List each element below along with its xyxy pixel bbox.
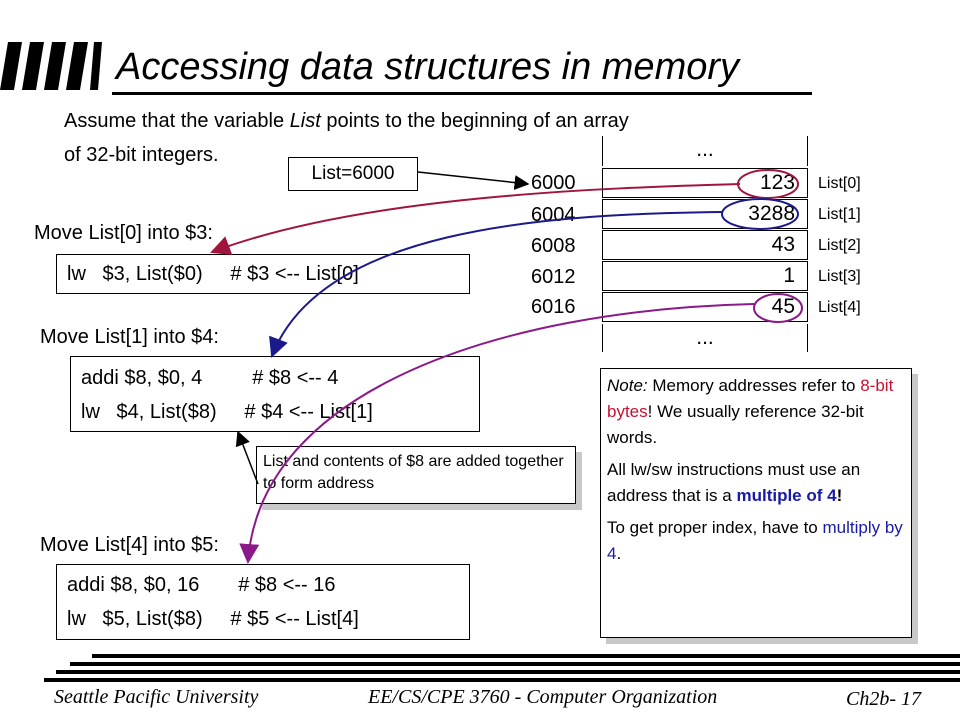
highlight-45 (753, 293, 803, 323)
address-label: 6012 (531, 266, 576, 288)
index-label: List[4] (818, 299, 861, 316)
list-pointer-box: List=6000 (288, 157, 418, 191)
pointer-arrow (417, 171, 530, 190)
highlight-3288 (721, 198, 799, 230)
footer-right: Ch2b- 17 (846, 688, 921, 710)
footer-center: EE/CS/CPE 3760 - Computer Organization (368, 686, 718, 708)
footer-stripe (92, 654, 960, 658)
code-line: addi $8, $0, 4 # $8 <-- 4 (81, 367, 339, 389)
code-line: lw $5, List($8) # $5 <-- List[4] (67, 608, 359, 630)
highlight-123 (737, 169, 799, 199)
red-arrow (210, 183, 741, 255)
code-box: addi $8, $0, 16 # $8 <-- 16 lw $5, List(… (56, 564, 470, 640)
index-label: List[3] (818, 268, 861, 285)
index-label: List[0] (818, 175, 861, 192)
footer-stripe (70, 662, 960, 666)
index-label: List[1] (818, 206, 861, 223)
memory-ellipsis-top: ... (602, 136, 808, 166)
footer-stripe (44, 678, 960, 682)
memory-cell: 123 (602, 168, 808, 198)
address-label: 6016 (531, 296, 576, 318)
page-title: Accessing data structures in memory (116, 46, 740, 88)
blue-arrow (269, 211, 723, 358)
purple-arrow (239, 303, 755, 564)
address-label: 6008 (531, 235, 576, 257)
note-box: Note: Memory addresses refer to 8-bit by… (600, 368, 912, 638)
memory-ellipsis-bottom: ... (602, 324, 808, 352)
code-line: lw $3, List($0) # $3 <-- List[0] (67, 263, 359, 285)
footer-left: Seattle Pacific University (54, 686, 259, 708)
footer-stripe (56, 670, 960, 674)
memory-cell: 43 (602, 230, 808, 260)
logo-bars-icon (0, 42, 102, 90)
intro-text: Assume that the variable List points to … (64, 110, 629, 166)
callout-box: List and contents of $8 are added togeth… (256, 446, 576, 504)
address-label: 6000 (531, 172, 576, 194)
code-line: addi $8, $0, 16 # $8 <-- 16 (67, 574, 336, 596)
title-underline (112, 92, 812, 95)
index-label: List[2] (818, 237, 861, 254)
section-label: Move List[4] into $5: (40, 534, 219, 556)
section-label: Move List[0] into $3: (34, 222, 213, 244)
section-label: Move List[1] into $4: (40, 326, 219, 348)
code-box: lw $3, List($0) # $3 <-- List[0] (56, 254, 470, 294)
memory-cell: 1 (602, 261, 808, 291)
callout-arrow (235, 430, 259, 485)
